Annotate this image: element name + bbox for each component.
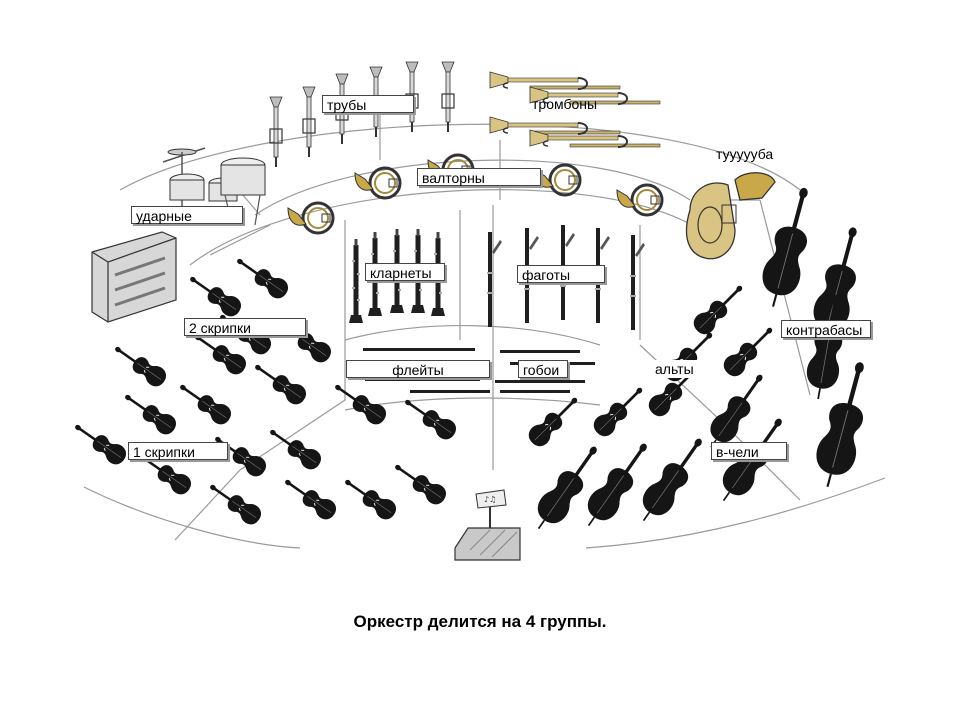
label-double-basses: контрабасы (781, 320, 871, 338)
label-percussion: ударные (131, 206, 243, 224)
violin-icon (231, 251, 293, 303)
drum-kit-icon (162, 147, 266, 226)
violin-icon (119, 387, 181, 439)
label-clarinets: кларнеты (365, 263, 445, 281)
tuba-icon (685, 172, 776, 260)
trombone-icon (489, 71, 621, 90)
conductor-stand-icon: ♪♫ (454, 489, 521, 561)
oboe-icon (500, 390, 570, 393)
viola-icon (524, 390, 585, 451)
oboe-icon (500, 350, 580, 353)
label-violas: альты (651, 360, 698, 378)
label-cellos: в-чели (711, 442, 787, 460)
viola-icon (589, 380, 650, 441)
label-oboes: гобои (518, 360, 568, 378)
label-tuba: туууууба (716, 146, 774, 162)
label-trumpets: трубы (322, 95, 414, 113)
flute-icon (365, 378, 480, 381)
oboe-icon (495, 380, 585, 383)
violin-icon (279, 472, 341, 524)
violin-icon (69, 417, 131, 469)
trumpet-group (269, 61, 455, 168)
trombone-icon (489, 116, 621, 135)
svg-text:♪♫: ♪♫ (484, 495, 496, 504)
flute-icon (363, 348, 475, 351)
trumpet-icon (269, 96, 283, 168)
bassoon-icon (487, 232, 502, 327)
violin-icon (389, 457, 451, 509)
violin-icon (184, 269, 246, 321)
slide-caption: Оркестр делится на 4 группы. (353, 612, 607, 631)
french-horn-icon (286, 201, 335, 235)
label-horns: валторны (417, 168, 541, 186)
flute-icon (410, 390, 490, 393)
violin-icon (109, 339, 171, 391)
viola-icon (719, 320, 780, 381)
clarinet-icon (349, 239, 363, 323)
cello-icon (525, 437, 609, 539)
horn-group (286, 153, 664, 235)
viola-icon (689, 278, 750, 339)
violin-icon (174, 377, 236, 429)
xylophone-icon (91, 231, 177, 323)
cello-icon (575, 434, 659, 536)
label-trombones: тромбоны (532, 96, 598, 112)
french-horn-icon (353, 166, 402, 200)
label-violins-2: 2 скрипки (184, 318, 306, 336)
trumpet-icon (302, 86, 316, 158)
double-bass-icon (753, 182, 824, 313)
french-horn-icon (615, 183, 664, 217)
bassoon-icon (630, 235, 645, 330)
violin-icon (204, 477, 266, 529)
label-flutes: флейты (346, 360, 490, 378)
label-bassoons: фаготы (517, 265, 605, 283)
violin-icon (339, 472, 401, 524)
violin-icon (249, 357, 311, 409)
trumpet-icon (441, 61, 455, 133)
label-violins-1: 1 скрипки (128, 442, 228, 460)
violin-icon (329, 377, 391, 429)
